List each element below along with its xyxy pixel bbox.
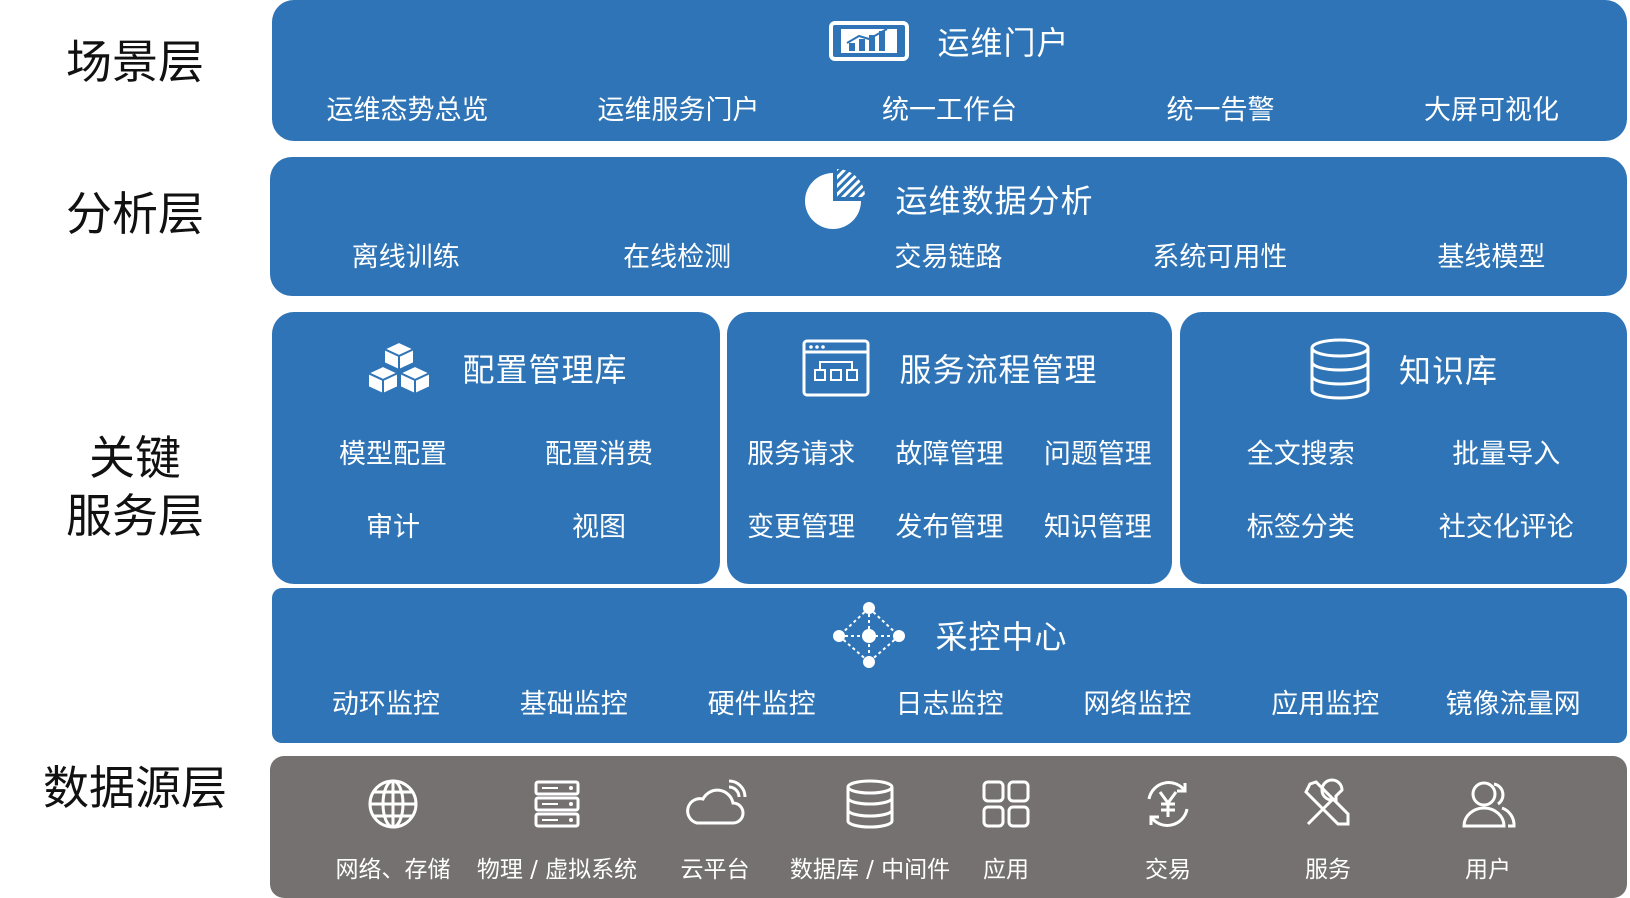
collect-items: 动环监控 基础监控 硬件监控 日志监控 网络监控 应用监控 镜像流量网 <box>292 682 1607 721</box>
cmdb-item[interactable]: 模型配置 <box>339 439 447 470</box>
collect-item[interactable]: 硬件监控 <box>707 689 816 720</box>
analysis-item[interactable]: 在线检测 <box>623 242 732 273</box>
cmdb-panel: 配置管理库 模型配置 配置消费 审计 视图 <box>272 312 720 584</box>
knowledge-items: 全文搜索 批量导入 标签分类 社交化评论 <box>1198 432 1609 544</box>
source-network-storage[interactable]: 网络、存储 <box>318 756 468 898</box>
source-application[interactable]: 应用 <box>956 756 1056 898</box>
scene-item[interactable]: 运维服务门户 <box>597 95 760 126</box>
scene-item[interactable]: 大屏可视化 <box>1424 95 1559 126</box>
knowledge-panel: 知识库 全文搜索 批量导入 标签分类 社交化评论 <box>1180 312 1627 584</box>
collect-item[interactable]: 日志监控 <box>895 689 1004 720</box>
source-label: 用户 <box>1465 857 1511 883</box>
cloud-icon <box>683 776 747 832</box>
layer-label-key-service-line2: 服务层 <box>66 488 204 543</box>
source-label: 云平台 <box>680 857 750 883</box>
analysis-title-row: 运维数据分析 <box>270 167 1627 231</box>
analysis-item[interactable]: 交易链路 <box>894 242 1003 273</box>
layer-label-key-service-line1: 关键 <box>89 431 181 485</box>
collect-title: 采控中心 <box>935 618 1068 656</box>
cmdb-title-row: 配置管理库 <box>272 338 720 398</box>
service-flow-item[interactable]: 问题管理 <box>1043 439 1152 470</box>
collect-item[interactable]: 镜像流量网 <box>1445 689 1581 720</box>
knowledge-item[interactable]: 标签分类 <box>1246 512 1355 543</box>
service-flow-item[interactable]: 服务请求 <box>747 439 856 470</box>
database-icon <box>1309 338 1371 400</box>
scene-panel: 运维门户 运维态势总览 运维服务门户 统一工作台 统一告警 大屏可视化 <box>272 0 1627 141</box>
analysis-item[interactable]: 离线训练 <box>351 242 460 273</box>
analysis-item[interactable]: 系统可用性 <box>1152 242 1288 273</box>
source-transaction[interactable]: 交易 <box>1118 756 1218 898</box>
collect-panel: 采控中心 动环监控 基础监控 硬件监控 日志监控 网络监控 应用监控 镜像流量网 <box>272 588 1627 743</box>
dashboard-chart-icon <box>829 19 910 63</box>
knowledge-item[interactable]: 全文搜索 <box>1246 439 1355 470</box>
analysis-title: 运维数据分析 <box>895 182 1094 220</box>
cmdb-items: 模型配置 配置消费 审计 视图 <box>290 432 702 544</box>
source-physical-virtual[interactable]: 物理 / 虚拟系统 <box>462 756 652 898</box>
cmdb-item[interactable]: 审计 <box>366 512 420 543</box>
users-icon <box>1460 776 1516 832</box>
analysis-item[interactable]: 基线模型 <box>1437 242 1546 273</box>
knowledge-item[interactable]: 社交化评论 <box>1438 512 1574 543</box>
service-flow-title: 服务流程管理 <box>899 351 1098 389</box>
layer-label-datasource: 数据源层 <box>43 761 227 815</box>
cubes-icon <box>364 338 434 398</box>
cmdb-title: 配置管理库 <box>462 351 628 389</box>
source-label: 交易 <box>1145 857 1191 883</box>
service-flow-item[interactable]: 变更管理 <box>747 512 856 543</box>
server-icon <box>533 776 581 832</box>
collect-item[interactable]: 网络监控 <box>1083 689 1192 720</box>
layer-label-analysis: 分析层 <box>66 187 204 241</box>
layer-label-key-service: 关键 服务层 <box>0 430 270 545</box>
service-flow-title-row: 服务流程管理 <box>727 338 1172 398</box>
service-flow-items: 服务请求 故障管理 问题管理 变更管理 发布管理 知识管理 <box>727 432 1172 544</box>
tools-icon <box>1302 776 1354 832</box>
service-flow-panel: 服务流程管理 服务请求 故障管理 问题管理 变更管理 发布管理 知识管理 <box>727 312 1172 584</box>
pie-chart-icon <box>803 167 867 231</box>
apps-grid-icon <box>981 776 1031 832</box>
knowledge-title: 知识库 <box>1398 352 1498 390</box>
knowledge-title-row: 知识库 <box>1180 338 1627 400</box>
collect-item[interactable]: 基础监控 <box>519 689 628 720</box>
source-label: 网络、存储 <box>335 857 451 883</box>
source-user[interactable]: 用户 <box>1438 756 1538 898</box>
service-flow-item[interactable]: 知识管理 <box>1043 512 1152 543</box>
workflow-window-icon <box>801 338 871 398</box>
scene-items: 运维态势总览 运维服务门户 统一工作台 统一告警 大屏可视化 <box>272 88 1627 127</box>
collect-item[interactable]: 应用监控 <box>1271 689 1380 720</box>
analysis-items: 离线训练 在线检测 交易链路 系统可用性 基线模型 <box>270 235 1627 274</box>
source-label: 应用 <box>983 857 1029 883</box>
knowledge-item[interactable]: 批量导入 <box>1452 439 1561 470</box>
scene-item[interactable]: 统一工作台 <box>882 95 1017 126</box>
collect-item[interactable]: 动环监控 <box>331 689 440 720</box>
scene-title: 运维门户 <box>937 24 1070 62</box>
cmdb-item[interactable]: 视图 <box>572 512 626 543</box>
globe-icon <box>367 776 419 832</box>
network-nodes-icon <box>831 600 907 670</box>
source-service[interactable]: 服务 <box>1278 756 1378 898</box>
layer-label-scene: 场景层 <box>66 35 204 89</box>
scene-item[interactable]: 统一告警 <box>1166 95 1275 126</box>
source-label: 服务 <box>1305 857 1351 883</box>
scene-item[interactable]: 运维态势总览 <box>326 95 489 126</box>
yen-exchange-icon <box>1141 776 1195 832</box>
scene-title-row: 运维门户 <box>272 18 1627 64</box>
source-label: 物理 / 虚拟系统 <box>476 857 638 883</box>
source-label: 数据库 / 中间件 <box>789 857 951 883</box>
cmdb-item[interactable]: 配置消费 <box>545 439 653 470</box>
datasource-panel: 网络、存储 物理 / 虚拟系统 云平台 数据库 / 中间件 <box>270 756 1627 898</box>
collect-title-row: 采控中心 <box>272 600 1627 670</box>
source-cloud-platform[interactable]: 云平台 <box>650 756 780 898</box>
service-flow-item[interactable]: 故障管理 <box>895 439 1004 470</box>
database-icon <box>844 776 896 832</box>
service-flow-item[interactable]: 发布管理 <box>895 512 1004 543</box>
analysis-panel: 运维数据分析 离线训练 在线检测 交易链路 系统可用性 基线模型 <box>270 157 1627 296</box>
source-database-middleware[interactable]: 数据库 / 中间件 <box>760 756 980 898</box>
